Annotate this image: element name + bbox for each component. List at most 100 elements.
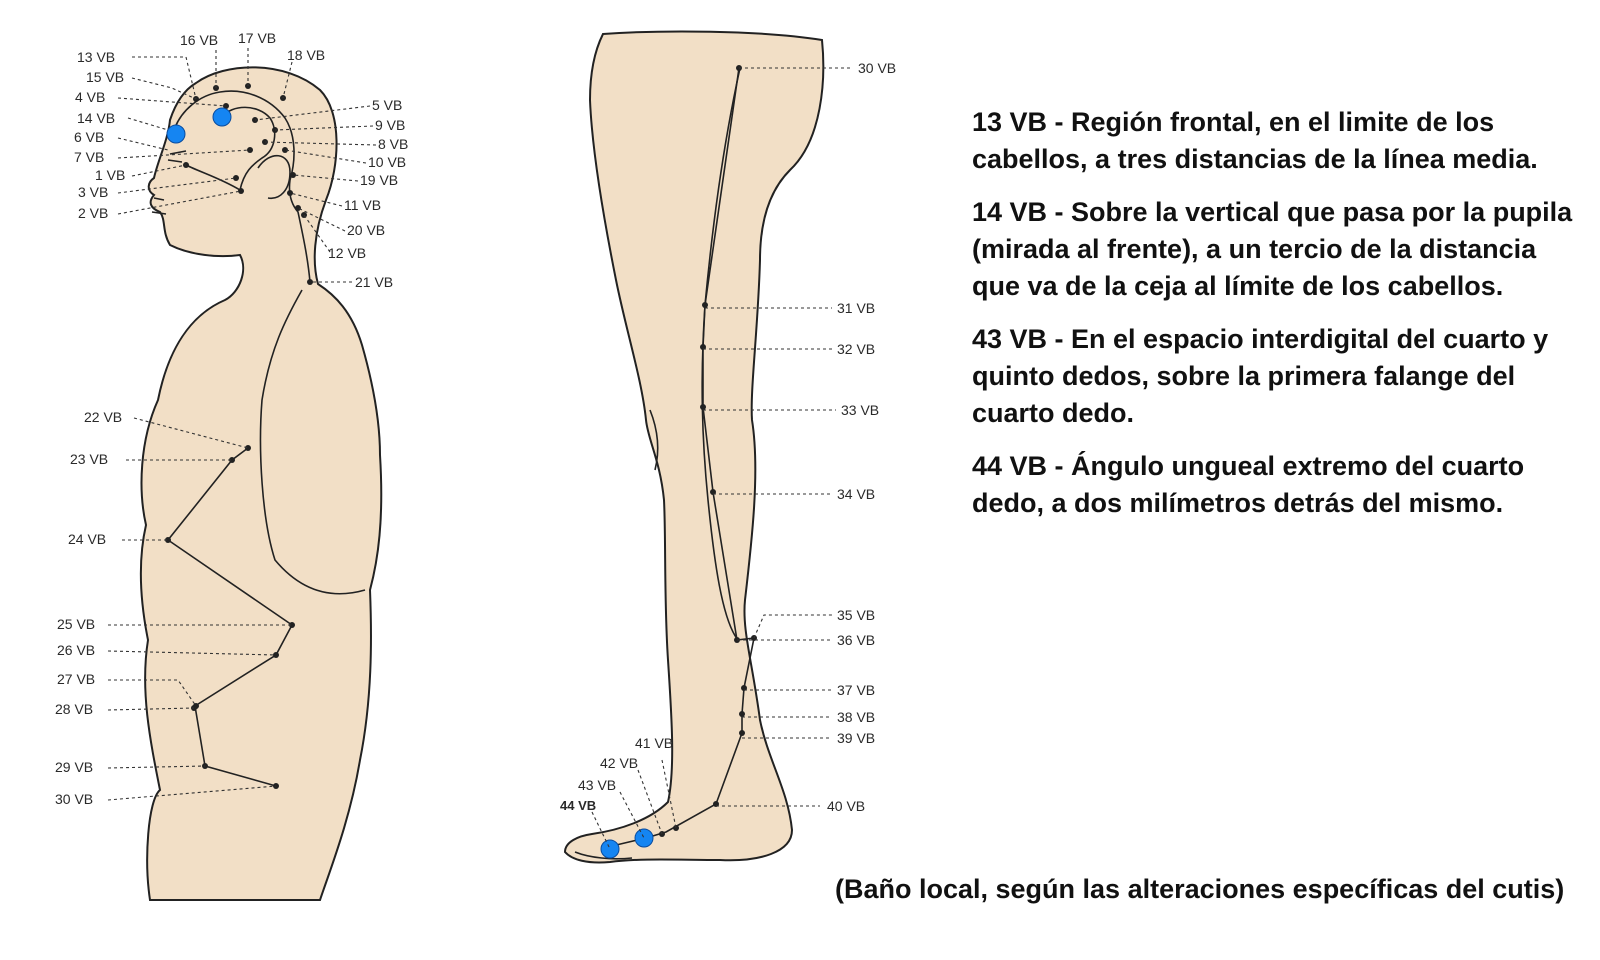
label-30vb-torso: 30 VB <box>55 791 93 807</box>
highlight-13vb <box>166 124 186 144</box>
footnote: (Baño local, según las alteraciones espe… <box>835 874 1565 904</box>
toe-contour <box>574 851 633 860</box>
leader-9vb <box>274 125 374 131</box>
leader-22vb <box>133 417 249 449</box>
point-31vb <box>702 302 708 308</box>
leader-4vb <box>117 97 227 107</box>
label-44vb: 44 VB <box>560 798 596 813</box>
label-23vb: 23 VB <box>70 451 108 467</box>
leg-silhouette <box>563 30 825 864</box>
label-13vb: 13 VB <box>77 49 115 65</box>
label-14vb: 14 VB <box>77 110 115 126</box>
torso-meridian <box>166 447 294 787</box>
label-1vb: 1 VB <box>95 167 125 183</box>
point-10vb <box>282 147 288 153</box>
leader-5vb <box>254 105 371 121</box>
highlight-44vb <box>600 839 620 859</box>
eye-mark <box>167 150 187 163</box>
highlight-14vb <box>212 107 232 127</box>
leader-7vb <box>117 149 251 159</box>
label-41vb: 41 VB <box>635 735 673 751</box>
head-meridian-inner <box>221 106 276 191</box>
label-22vb: 22 VB <box>84 409 122 425</box>
label-6vb: 6 VB <box>74 129 104 145</box>
leg-figure: 30 VB 31 VB 32 VB 33 VB 34 VB 35 VB 36 V… <box>560 30 896 864</box>
leader-29vb <box>107 765 206 769</box>
leader-26vb <box>107 650 277 656</box>
description-44vb: 44 VB - Ángulo ungueal extremo del cuart… <box>972 451 1525 518</box>
leader-19vb <box>292 174 359 182</box>
label-15vb: 15 VB <box>86 69 124 85</box>
leader-12vb <box>303 214 331 253</box>
point-3vb <box>233 175 239 181</box>
ear-outline <box>257 154 291 199</box>
label-19vb: 19 VB <box>360 172 398 188</box>
face-meridian <box>185 164 241 191</box>
label-3vb: 3 VB <box>78 184 108 200</box>
leader-42vb <box>637 769 663 835</box>
torso-silhouette <box>139 66 383 901</box>
label-20vb: 20 VB <box>347 222 385 238</box>
point-41vb <box>673 825 679 831</box>
label-35vb: 35 VB <box>837 607 875 623</box>
point-21vb <box>307 279 313 285</box>
leader-28vb <box>107 707 195 711</box>
label-21vb: 21 VB <box>355 274 393 290</box>
point-20vb <box>295 205 301 211</box>
leader-13vb <box>132 56 197 100</box>
description-13vb: 13 VB - Región frontal, en el limite de … <box>972 107 1538 174</box>
arm-outline <box>259 289 366 595</box>
point-22vb <box>245 445 251 451</box>
point-25vb <box>289 622 295 628</box>
point-19vb <box>290 172 296 178</box>
label-43vb: 43 VB <box>578 777 616 793</box>
label-34vb: 34 VB <box>837 486 875 502</box>
leader-11vb <box>289 192 343 207</box>
leader-14vb <box>127 117 169 131</box>
leader-15vb <box>131 77 197 100</box>
label-29vb: 29 VB <box>55 759 93 775</box>
point-8vb <box>262 139 268 145</box>
thigh-contour <box>701 67 741 641</box>
torso-figure: 13 VB 16 VB 17 VB 18 VB 15 VB 4 VB 14 VB… <box>55 30 408 901</box>
label-40vb: 40 VB <box>827 798 865 814</box>
label-8vb: 8 VB <box>378 136 408 152</box>
label-16vb: 16 VB <box>180 32 218 48</box>
knee-contour <box>649 409 659 471</box>
leader-6vb <box>117 137 169 151</box>
label-31vb: 31 VB <box>837 300 875 316</box>
leader-20vb <box>297 207 346 232</box>
label-9vb: 9 VB <box>375 117 405 133</box>
point-11vb <box>287 190 293 196</box>
label-33vb: 33 VB <box>841 402 879 418</box>
label-4vb: 4 VB <box>75 89 105 105</box>
leader-3vb <box>117 177 237 194</box>
mouth-mark <box>151 197 167 215</box>
leader-43vb <box>619 791 645 839</box>
label-32vb: 32 VB <box>837 341 875 357</box>
label-2vb: 2 VB <box>78 205 108 221</box>
label-12vb: 12 VB <box>328 245 366 261</box>
leader-44vb <box>591 811 611 850</box>
point-2vb <box>238 188 244 194</box>
leader-18vb <box>282 61 293 99</box>
label-18vb: 18 VB <box>287 47 325 63</box>
label-38vb: 38 VB <box>837 709 875 725</box>
description-14vb: 14 VB - Sobre la vertical que pasa por l… <box>972 197 1573 301</box>
label-28vb: 28 VB <box>55 701 93 717</box>
leader-30vb-torso <box>107 785 277 801</box>
point-24vb <box>165 537 171 543</box>
highlight-43vb <box>634 828 654 848</box>
label-27vb: 27 VB <box>57 671 95 687</box>
leader-2vb <box>117 190 242 215</box>
label-24vb: 24 VB <box>68 531 106 547</box>
point-descriptions: 13 VB - Región frontal, en el limite de … <box>972 104 1582 538</box>
leader-27vb <box>108 679 197 707</box>
label-39vb: 39 VB <box>837 730 875 746</box>
label-10vb: 10 VB <box>368 154 406 170</box>
label-37vb: 37 VB <box>837 682 875 698</box>
label-11vb: 11 VB <box>344 197 381 213</box>
point-39vb <box>739 730 745 736</box>
label-36vb: 36 VB <box>837 632 875 648</box>
